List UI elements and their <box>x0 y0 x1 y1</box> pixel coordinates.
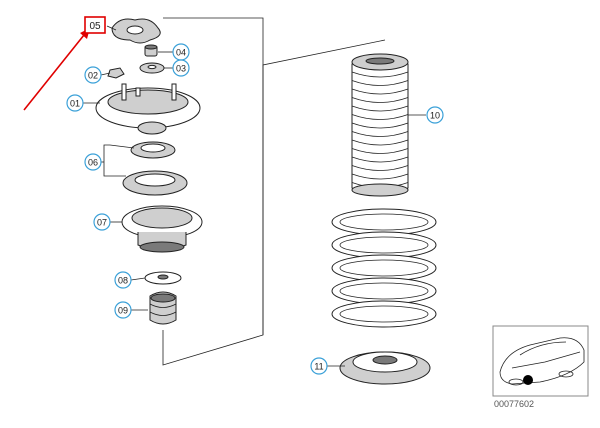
callout-06-label: 06 <box>88 158 98 168</box>
boot-rib <box>351 165 409 171</box>
washer-part-08 <box>144 271 182 285</box>
strut-mount-part <box>95 83 201 135</box>
callout-labels: 05 04 03 02 01 06 07 08 <box>66 16 444 375</box>
lower-spring-seat-part-11 <box>339 351 431 385</box>
boot-rib <box>351 88 409 95</box>
nut-part-04 <box>144 44 158 57</box>
top-mount-part <box>111 18 161 44</box>
callout-01-label: 01 <box>70 99 80 109</box>
spring-coil-inner <box>339 305 429 323</box>
callout-11-label: 11 <box>314 362 323 372</box>
bump-stop-part-09 <box>149 291 177 325</box>
boot-rib <box>351 97 409 103</box>
boot-rib <box>351 148 409 154</box>
callout-02[interactable]: 02 <box>84 66 102 84</box>
boot-rib <box>351 122 409 129</box>
spring-coil-inner <box>339 259 429 277</box>
boot-rib <box>351 131 409 137</box>
diagram-code: 00077602 <box>494 399 534 409</box>
spring-coil <box>331 231 437 259</box>
boot-rib <box>351 105 409 112</box>
boot-rib <box>351 173 409 180</box>
spring-seat-part-07 <box>121 205 203 253</box>
callout-05[interactable]: 05 <box>84 16 106 34</box>
spring-coil-inner <box>339 282 429 300</box>
callout-08[interactable]: 08 <box>114 271 132 289</box>
callout-10[interactable]: 10 <box>426 106 444 124</box>
coil-spring <box>331 208 437 328</box>
dust-boot-part-10 <box>351 53 409 197</box>
callout-03[interactable]: 03 <box>172 59 190 77</box>
callout-01[interactable]: 01 <box>66 94 84 112</box>
callout-04-label: 04 <box>176 48 186 58</box>
spring-coil-inner <box>339 213 429 231</box>
spring-coil <box>331 254 437 282</box>
boot-rib <box>351 80 409 86</box>
callout-09[interactable]: 09 <box>114 301 132 319</box>
boot-rib <box>351 139 409 146</box>
callout-10-label: 10 <box>430 111 440 121</box>
boot-rib <box>351 71 409 78</box>
spring-coil <box>331 277 437 305</box>
callout-08-label: 08 <box>118 276 128 286</box>
callout-07[interactable]: 07 <box>93 213 111 231</box>
boot-rib <box>351 114 409 120</box>
assembly-frame-right <box>262 39 386 335</box>
callout-09-label: 09 <box>118 306 128 316</box>
spring-coil <box>331 208 437 236</box>
location-marker-icon <box>523 375 533 385</box>
spring-coil-inner <box>339 236 429 254</box>
vehicle-locator-thumbnail[interactable] <box>492 325 589 397</box>
nut-part-02 <box>107 67 125 79</box>
callout-04[interactable]: 04 <box>172 43 190 61</box>
boot-rib <box>351 156 409 163</box>
washer-part-03 <box>139 62 165 74</box>
callout-06[interactable]: 06 <box>84 153 102 171</box>
callout-11[interactable]: 11 <box>310 357 328 375</box>
callout-07-label: 07 <box>97 218 107 228</box>
leader-lines <box>83 25 426 367</box>
callout-03-label: 03 <box>176 64 186 74</box>
callout-02-label: 02 <box>88 71 98 81</box>
callout-05-label: 05 <box>89 21 101 32</box>
bearing-part-06 <box>122 141 188 196</box>
spring-coil <box>331 300 437 328</box>
